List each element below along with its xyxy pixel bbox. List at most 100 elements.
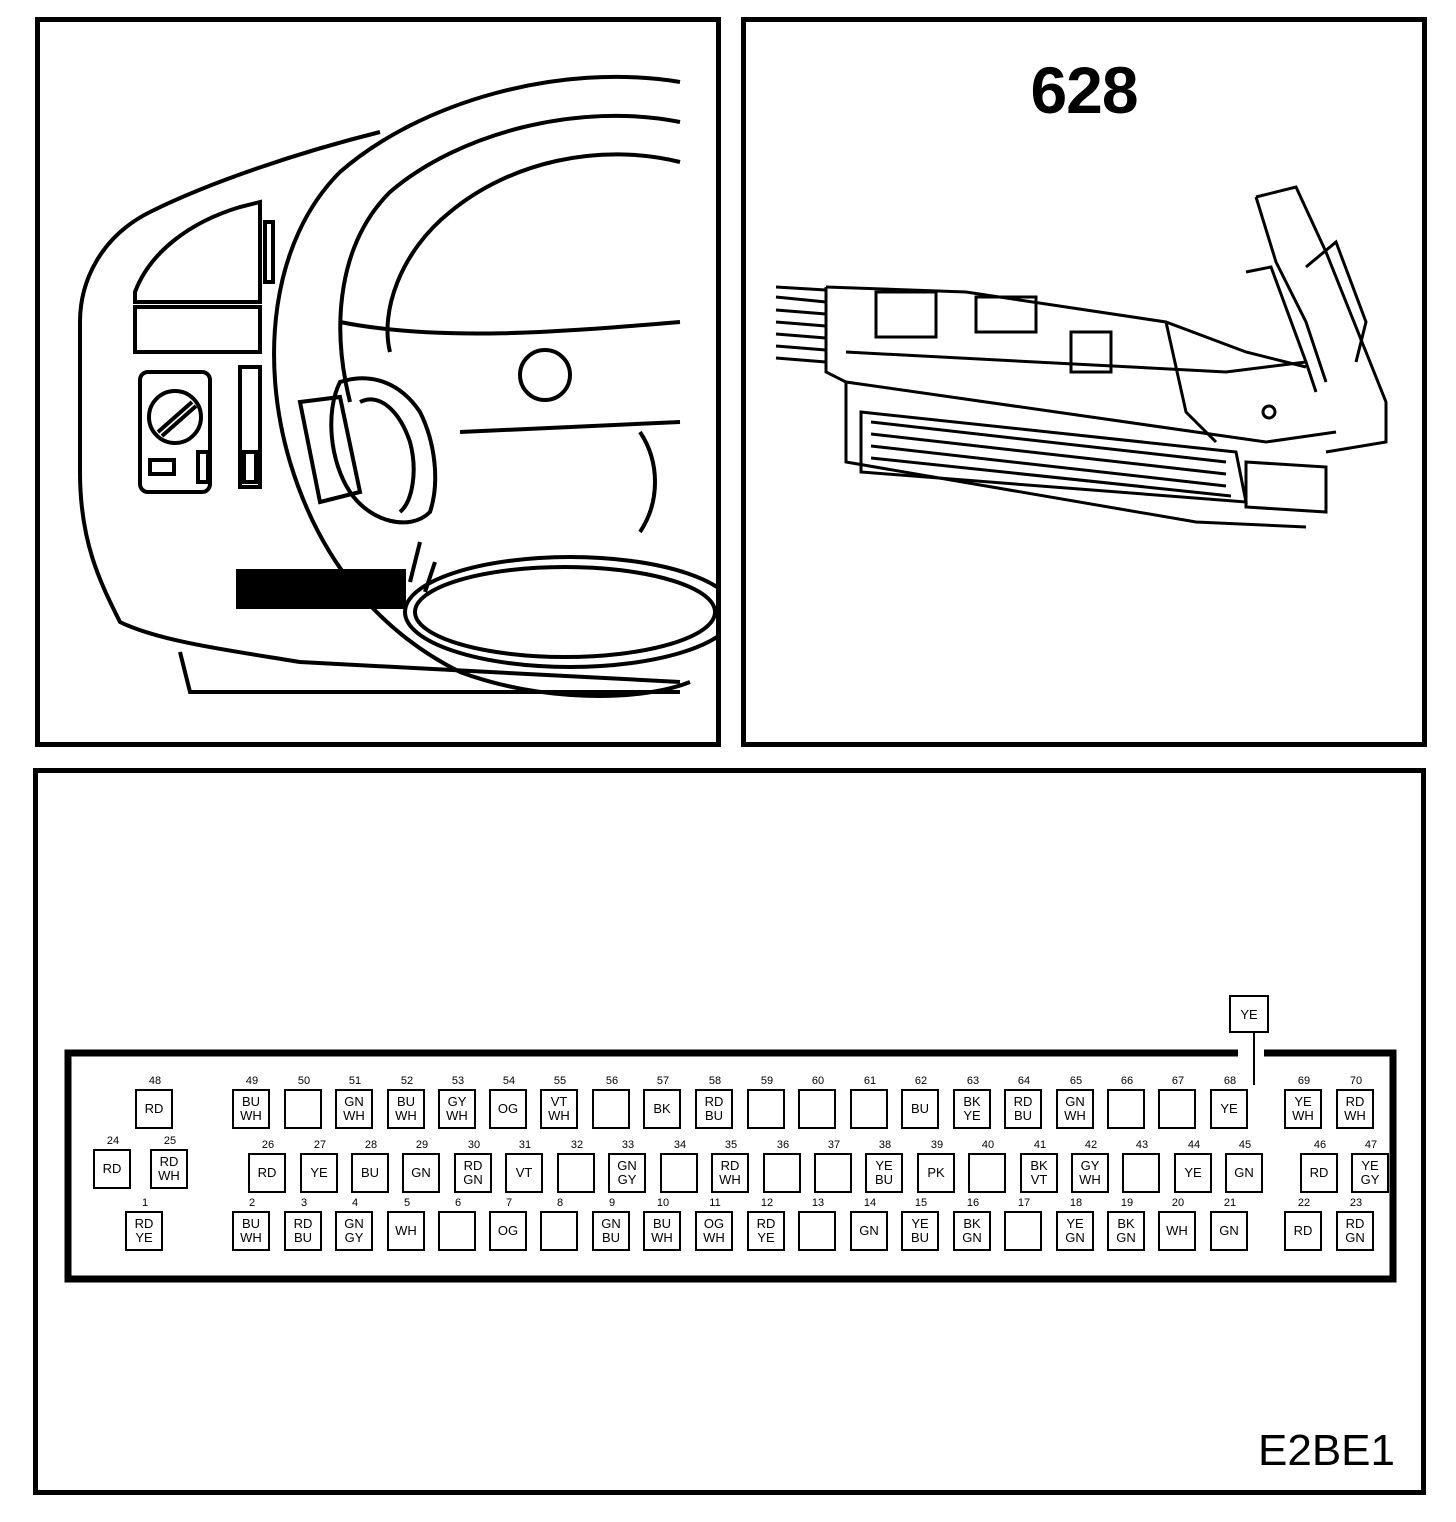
pin-wire-color — [592, 1089, 630, 1129]
wire-color-code: RD — [1345, 1094, 1365, 1109]
wire-color-code: GN — [463, 1172, 483, 1187]
pin-wire-color — [1158, 1089, 1196, 1129]
wire-color-code: BK — [653, 1101, 671, 1116]
wire-color-code: RD — [134, 1216, 154, 1231]
pin-number: 36 — [776, 1139, 790, 1151]
pin-wire-color: GN — [850, 1211, 888, 1251]
pin-number: 6 — [454, 1197, 462, 1209]
pin-number: 42 — [1084, 1139, 1098, 1151]
pin-number: 13 — [811, 1197, 825, 1209]
pin-number: 51 — [348, 1075, 362, 1087]
wire-color-code: GN — [1345, 1230, 1365, 1245]
wire-color-code: RD — [463, 1158, 483, 1173]
wire-color-code: GN — [1065, 1094, 1085, 1109]
wire-color-code: RD — [1345, 1216, 1365, 1231]
wire-color-code: WH — [395, 1223, 417, 1238]
pin-number: 35 — [724, 1139, 738, 1151]
wire-color-code: RD — [704, 1094, 724, 1109]
pin-number: 55 — [553, 1075, 567, 1087]
pin-number: 21 — [1223, 1197, 1237, 1209]
pin-wire-color — [540, 1211, 578, 1251]
wire-color-code: OG — [497, 1223, 519, 1238]
pin-number: 59 — [760, 1075, 774, 1087]
pin-wire-color — [1122, 1153, 1160, 1193]
wire-color-code: BU — [293, 1230, 313, 1245]
pin-number: 63 — [966, 1075, 980, 1087]
connector-number: 628 — [1030, 53, 1138, 127]
pin-number: 41 — [1033, 1139, 1047, 1151]
wire-color-code: BU — [601, 1230, 621, 1245]
pin-number: 1 — [141, 1197, 149, 1209]
wire-color-callout: YE — [1229, 995, 1269, 1033]
pin-number: 64 — [1017, 1075, 1031, 1087]
wire-color-code: GN — [1219, 1223, 1239, 1238]
pin-wire-color — [747, 1089, 785, 1129]
pin-wire-color: RD — [1284, 1211, 1322, 1251]
wire-color-code: GY — [617, 1172, 637, 1187]
pin-wire-color: RD — [1300, 1153, 1338, 1193]
pin-number: 28 — [364, 1139, 378, 1151]
pin-number: 2 — [248, 1197, 256, 1209]
wire-color-code: YE — [1220, 1101, 1238, 1116]
wire-color-code: WH — [446, 1108, 468, 1123]
pin-number: 48 — [148, 1075, 162, 1087]
pin-number: 18 — [1069, 1197, 1083, 1209]
wire-color-code: YE — [310, 1165, 328, 1180]
pin-number: 11 — [709, 1197, 721, 1209]
pin-number: 17 — [1017, 1197, 1031, 1209]
wire-color-code: YE — [757, 1230, 775, 1245]
pin-wire-color: GN — [402, 1153, 440, 1193]
pin-number: 20 — [1171, 1197, 1185, 1209]
wire-color-code: GN — [617, 1158, 637, 1173]
wire-color-code: BU — [396, 1094, 416, 1109]
wire-color-code: BK — [963, 1094, 981, 1109]
pin-number: 58 — [708, 1075, 722, 1087]
pin-wire-color — [1004, 1211, 1042, 1251]
pin-wire-color: RD — [248, 1153, 286, 1193]
pin-wire-color — [660, 1153, 698, 1193]
pin-wire-color: BU — [351, 1153, 389, 1193]
pin-number: 60 — [811, 1075, 825, 1087]
wire-color-code: BU — [652, 1216, 672, 1231]
pin-number: 47 — [1364, 1139, 1378, 1151]
wire-color-code: RD — [1013, 1094, 1033, 1109]
pin-wire-color: PK — [917, 1153, 955, 1193]
wire-color-code: WH — [719, 1172, 741, 1187]
pin-number: 66 — [1120, 1075, 1134, 1087]
pin-number: 29 — [415, 1139, 429, 1151]
pin-wire-color — [1107, 1089, 1145, 1129]
wire-color-code: YE — [1184, 1165, 1202, 1180]
pin-number: 68 — [1223, 1075, 1237, 1087]
pin-wire-color: GN — [1225, 1153, 1263, 1193]
wire-color-code: BU — [241, 1094, 261, 1109]
pin-number: 70 — [1349, 1075, 1363, 1087]
pin-number: 31 — [518, 1139, 532, 1151]
wire-color-code: RD — [720, 1158, 740, 1173]
wire-color-code: WH — [395, 1108, 417, 1123]
wire-color-code: BK — [1030, 1158, 1048, 1173]
wire-color-code: BK — [963, 1216, 981, 1231]
wire-color-code: WH — [548, 1108, 570, 1123]
pin-number: 10 — [656, 1197, 670, 1209]
wire-color-code: RD — [756, 1216, 776, 1231]
pin-number: 30 — [467, 1139, 481, 1151]
wire-color-code: RD — [1293, 1223, 1313, 1238]
pin-number: 38 — [878, 1139, 892, 1151]
pin-number: 12 — [760, 1197, 774, 1209]
pin-wire-color — [814, 1153, 852, 1193]
pin-number: 14 — [863, 1197, 877, 1209]
pin-wire-color: RD — [93, 1149, 131, 1189]
